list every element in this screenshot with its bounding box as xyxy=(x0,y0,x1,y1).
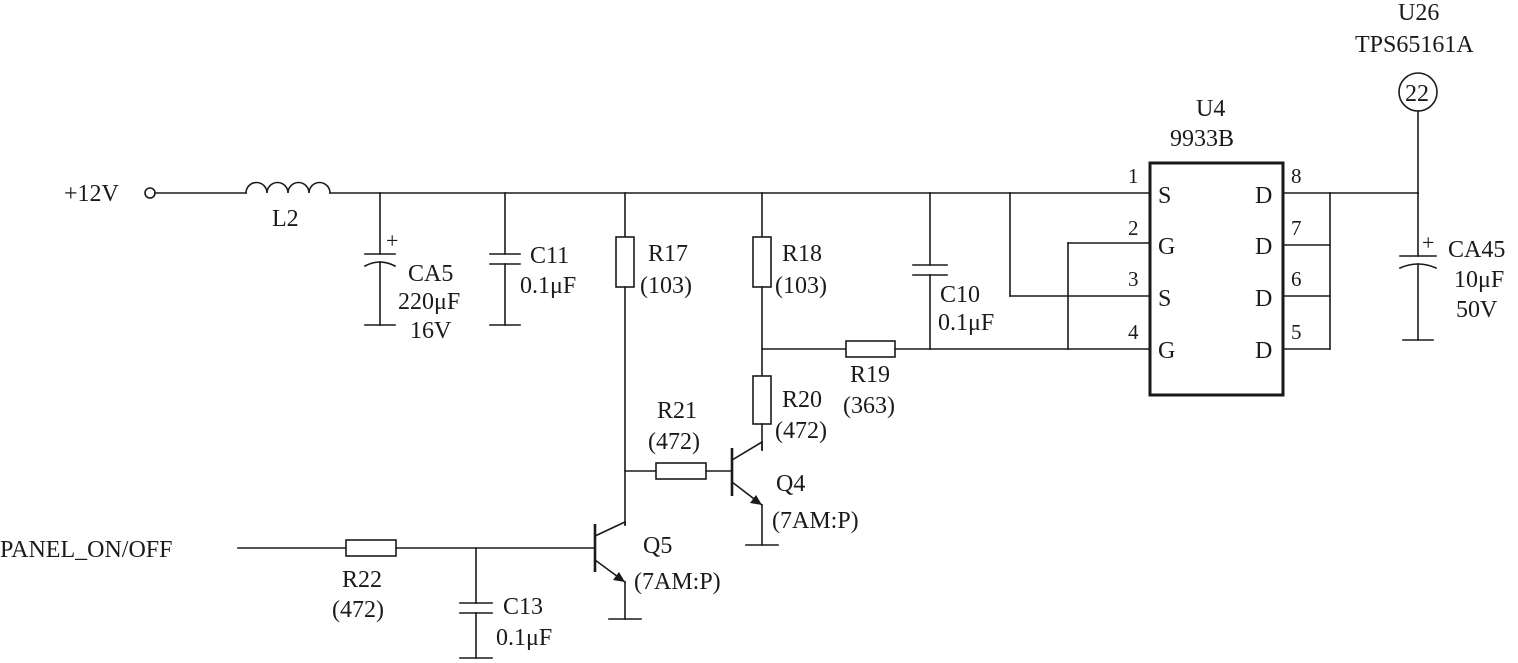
capacitor-c11: C11 0.1μF xyxy=(489,192,576,326)
u4-pin-6-num: 6 xyxy=(1291,267,1302,291)
capacitor-c10: C10 0.1μF xyxy=(912,192,994,350)
resistor-r22: R22 (472) xyxy=(332,539,397,623)
r20-value: (472) xyxy=(775,418,827,444)
q4-value: (7AM:P) xyxy=(772,508,859,534)
ca45-polarity: + xyxy=(1422,230,1434,255)
u4-part: 9933B xyxy=(1170,126,1234,152)
u4-pin-1-name: S xyxy=(1158,183,1171,209)
u4-pin-6-name: D xyxy=(1255,286,1272,312)
output-u26: U26 TPS65161A 22 xyxy=(1355,0,1474,194)
ca5-polarity: + xyxy=(386,228,398,253)
u4-pin-7-name: D xyxy=(1255,234,1272,260)
emitter-arrow-icon xyxy=(613,572,625,582)
r18-ref: R18 xyxy=(782,241,822,267)
u26-ref: U26 xyxy=(1398,0,1439,26)
r19-value: (363) xyxy=(843,393,895,419)
ca45-ref: CA45 xyxy=(1448,237,1505,263)
capacitor-ca45: + CA45 10μF 50V xyxy=(1398,192,1505,341)
c10-value: 0.1μF xyxy=(938,310,994,336)
vin-label: +12V xyxy=(64,181,120,207)
u4-ref: U4 xyxy=(1196,96,1225,122)
ca5-voltage: 16V xyxy=(410,318,452,344)
u4-body xyxy=(1148,161,1285,397)
resistor-r21: R21 (472) xyxy=(648,398,707,480)
u4-pin-7-num: 7 xyxy=(1291,216,1302,240)
u4-pin-5-name: D xyxy=(1255,338,1272,364)
r22-ref: R22 xyxy=(342,567,382,593)
vin-terminal: +12V xyxy=(64,181,156,207)
r19-ref: R19 xyxy=(850,362,890,388)
u4-pin-3-num: 3 xyxy=(1128,267,1139,291)
u4-pin-4-num: 4 xyxy=(1128,320,1139,344)
capacitor-ca5: + CA5 220μF 16V xyxy=(363,192,460,344)
r22-value: (472) xyxy=(332,597,384,623)
c11-ref: C11 xyxy=(530,243,569,269)
q4-ref: Q4 xyxy=(776,471,805,497)
l2-ref: L2 xyxy=(272,206,299,232)
resistor-r19: R19 (363) xyxy=(843,340,896,419)
c10-ref: C10 xyxy=(940,282,980,308)
ic-u4: U4 9933B 1 2 3 4 S G S G D D D D 8 7 6 5 xyxy=(1009,96,1419,397)
r21-ref: R21 xyxy=(657,398,697,424)
u4-pin-8-num: 8 xyxy=(1291,164,1302,188)
r17-value: (103) xyxy=(640,273,692,299)
inductor-l2: L2 xyxy=(245,181,331,232)
ca45-voltage: 50V xyxy=(1456,297,1498,323)
r18-value: (103) xyxy=(775,273,827,299)
ca45-value: 10μF xyxy=(1454,267,1504,293)
transistor-q4: Q4 (7AM:P) xyxy=(730,440,859,546)
q5-value: (7AM:P) xyxy=(634,569,721,595)
u4-pin-5-num: 5 xyxy=(1291,320,1302,344)
u4-pin-3-name: S xyxy=(1158,286,1171,312)
resistor-r20: R20 (472) xyxy=(752,375,827,451)
resistor-r17: R17 (103) xyxy=(615,192,692,526)
u4-pin-1-num: 1 xyxy=(1128,164,1139,188)
c11-value: 0.1μF xyxy=(520,273,576,299)
c13-ref: C13 xyxy=(503,594,543,620)
r17-ref: R17 xyxy=(648,241,688,267)
panel-net-label: PANEL_ON/OFF xyxy=(0,537,173,563)
q5-ref: Q5 xyxy=(643,533,672,559)
ca5-ref: CA5 xyxy=(408,261,453,287)
vin-connector-icon xyxy=(144,187,156,199)
u26-part: TPS65161A xyxy=(1355,32,1474,58)
u4-pin-2-name: G xyxy=(1158,234,1175,260)
capacitor-c13: C13 0.1μF xyxy=(459,547,552,659)
u4-pin-2-num: 2 xyxy=(1128,216,1139,240)
resistor-r18: R18 (103) xyxy=(752,192,827,377)
inductor-coil-icon xyxy=(245,181,331,194)
transistor-q5: Q5 (7AM:P) xyxy=(593,520,721,620)
r20-ref: R20 xyxy=(782,387,822,413)
u4-pin-8-name: D xyxy=(1255,183,1272,209)
emitter-arrow-icon xyxy=(750,495,762,505)
r21-value: (472) xyxy=(648,429,700,455)
u26-pin: 22 xyxy=(1405,81,1429,107)
u4-pin-4-name: G xyxy=(1158,338,1175,364)
ca5-value: 220μF xyxy=(398,289,460,315)
c13-value: 0.1μF xyxy=(496,625,552,651)
